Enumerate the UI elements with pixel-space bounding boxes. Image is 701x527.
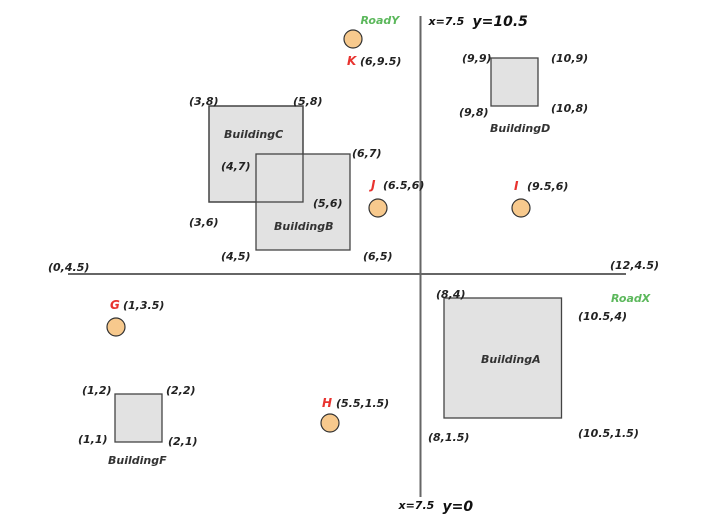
point-g-marker [106,317,126,337]
building-a-corner-tr: (10.5,4) [578,310,627,323]
building-f-rect [114,393,163,443]
point-g-letter: G [110,298,120,312]
point-i-marker [511,198,531,218]
building-b-corner-br: (6,5) [363,250,393,263]
point-k-coord: (6,9.5) [360,55,401,68]
building-a-rect [443,297,563,419]
point-g-coord: (1,3.5) [123,299,164,312]
point-i-letter: I [514,179,519,193]
building-b-corner-inner: (5,6) [313,197,343,210]
building-c-corner-tl: (3,8) [189,95,219,108]
point-j: J (6.5,6) [368,178,424,218]
building-c-corner-bl: (3,6) [189,216,219,229]
point-h-coord: (5.5,1.5) [336,397,389,410]
building-b-name: BuildingB [274,220,334,233]
point-h-letter: H [322,396,332,410]
building-f-name: BuildingF [108,454,167,467]
building-b-corner-bl: (4,5) [221,250,251,263]
building-d-name: BuildingD [490,122,550,135]
road-y-top-y-label: y=10.5 [473,14,529,30]
building-d-corner-bl: (9,8) [459,106,489,119]
building-b-corner-tl: (4,7) [221,160,251,173]
building-c-corner-tr: (5,8) [293,95,323,108]
point-j-letter: J [369,178,376,192]
point-i: I (9.5,6) [511,179,568,218]
point-h-marker [320,413,340,433]
building-f-corner-br: (2,1) [168,435,198,448]
road-y-top-x-label: x=7.5 [428,15,465,28]
road-y-bottom-x-label: x=7.5 [398,499,435,512]
road-y-label: RoadY [361,14,401,27]
building-f-corner-tr: (2,2) [166,384,196,397]
building-d-corner-tl: (9,9) [462,52,492,65]
building-a-corner-tl: (8,4) [436,288,466,301]
point-j-coord: (6.5,6) [383,179,424,192]
building-f-corner-bl: (1,1) [78,433,108,446]
road-x-right-label: (12,4.5) [610,259,659,272]
road-y-bottom-y-label: y=0 [443,499,474,515]
building-f-corner-tl: (1,2) [82,384,112,397]
road-x-label: RoadX [611,292,651,305]
building-d-rect [490,57,539,107]
point-k-marker [343,29,363,49]
point-k-letter: K [347,54,358,68]
building-b-corner-tr: (6,7) [352,147,382,160]
road-x-left-label: (0,4.5) [48,261,89,274]
point-g: G (1,3.5) [106,298,164,337]
building-d-corner-tr: (10,9) [551,52,588,65]
point-j-marker [368,198,388,218]
point-i-coord: (9.5,6) [527,180,568,193]
point-k: K (6,9.5) [343,29,401,68]
building-c-outline [208,105,304,203]
building-a-corner-br: (10.5,1.5) [578,427,639,440]
point-h: H (5.5,1.5) [320,396,389,433]
building-c-name: BuildingC [224,128,283,141]
building-a-name: BuildingA [481,353,541,366]
building-a-corner-bl: (8,1.5) [428,431,469,444]
building-d-corner-br: (10,8) [551,102,588,115]
